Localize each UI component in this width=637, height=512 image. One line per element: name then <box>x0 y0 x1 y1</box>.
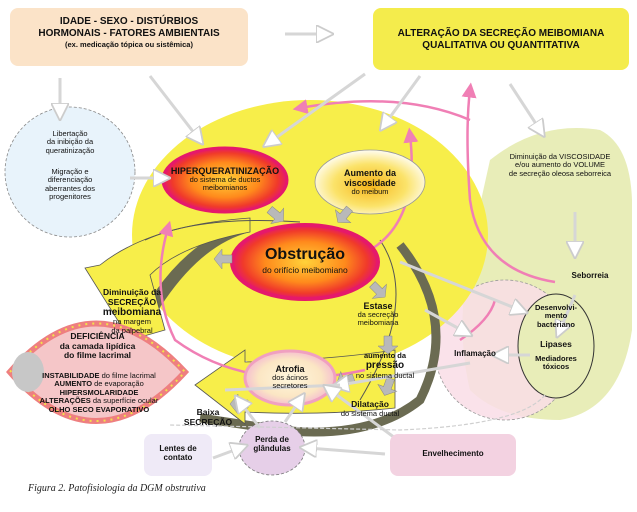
stasis-label: Estase da secreção meibomiana <box>357 301 399 328</box>
risk-factors-line2: HORMONAIS - FATORES AMBIENTAIS <box>38 28 220 39</box>
eye-symptoms-text: INSTABILIDADE do filme lacrimal AUMENTO … <box>39 371 159 414</box>
flow-arrow <box>335 205 353 223</box>
alteration-box: ALTERAÇÃO DA SECREÇÃO MEIBOMIANA QUALITA… <box>373 8 629 70</box>
aging-label: Envelhecimento <box>422 449 484 458</box>
hyperkeratinization-label: HIPERQUERATINIZAÇÃO do sistema de ductos… <box>170 166 280 193</box>
bacterial-circle <box>517 293 595 399</box>
inflammation-label: Inflamação <box>454 349 496 358</box>
viscosity-decrease-text: Diminuição da VISCOSIDADE e/ou aumento d… <box>508 152 612 178</box>
risk-factors-line3: (ex. medicação tópica ou sistêmica) <box>65 40 193 49</box>
keratinization-circle <box>4 106 136 238</box>
atrophy-label: Atrofia dos ácinos secretores <box>272 364 308 391</box>
figure-caption: Figura 2. Patofisiologia da DGM obstruti… <box>28 483 206 494</box>
pressure-label: aumento da pressão no sistema ductal <box>355 351 415 380</box>
aging-box: Envelhecimento <box>390 434 516 476</box>
low-secretion-label: Baixa SECREÇÃO <box>183 407 233 427</box>
flow-arrow <box>377 335 399 355</box>
obstruction-label: Obstrução do orifício meibomiano <box>262 246 348 275</box>
seborrhea-label: Seborreia <box>571 271 609 280</box>
eye-shape <box>6 320 190 424</box>
alteration-line1: ALTERAÇÃO DA SECREÇÃO MEIBOMIANA <box>397 28 605 39</box>
flow-arrow <box>213 248 233 270</box>
flow-arrow <box>377 376 398 396</box>
decreased-secretion-arrow <box>84 217 251 341</box>
flow-arrow <box>369 281 387 299</box>
gland-loss-label: Perda de glândulas <box>253 435 291 453</box>
toxic-mediators-label: Mediadores tóxicos <box>535 354 577 372</box>
decreased-secretion-label: Diminuição da SECREÇÃO meibomiana na mar… <box>102 287 162 335</box>
lipases-label: Lipases <box>540 339 572 349</box>
flow-arrow <box>266 206 284 224</box>
viscosity-node <box>314 149 426 215</box>
contact-lenses-label: Lentes de contato <box>159 444 197 462</box>
eye-lipid-deficiency-text: DEFICIÊNCIA da camada lipídica do filme … <box>59 331 136 361</box>
risk-factors-box: IDADE - SEXO - DISTÚRBIOS HORMONAIS - FA… <box>10 8 248 66</box>
bacterial-growth-label: Desenvolvi- mento bacteriano <box>534 303 578 329</box>
risk-factors-line1: IDADE - SEXO - DISTÚRBIOS <box>59 16 199 27</box>
contact-lenses-box: Lentes de contato <box>144 434 212 476</box>
alteration-line2: QUALITATIVA OU QUANTITATIVA <box>422 40 580 51</box>
dilation-label: Dilatação do sistema ductal <box>340 399 400 418</box>
viscosity-label: Aumento da viscosidade do meibum <box>343 168 396 197</box>
